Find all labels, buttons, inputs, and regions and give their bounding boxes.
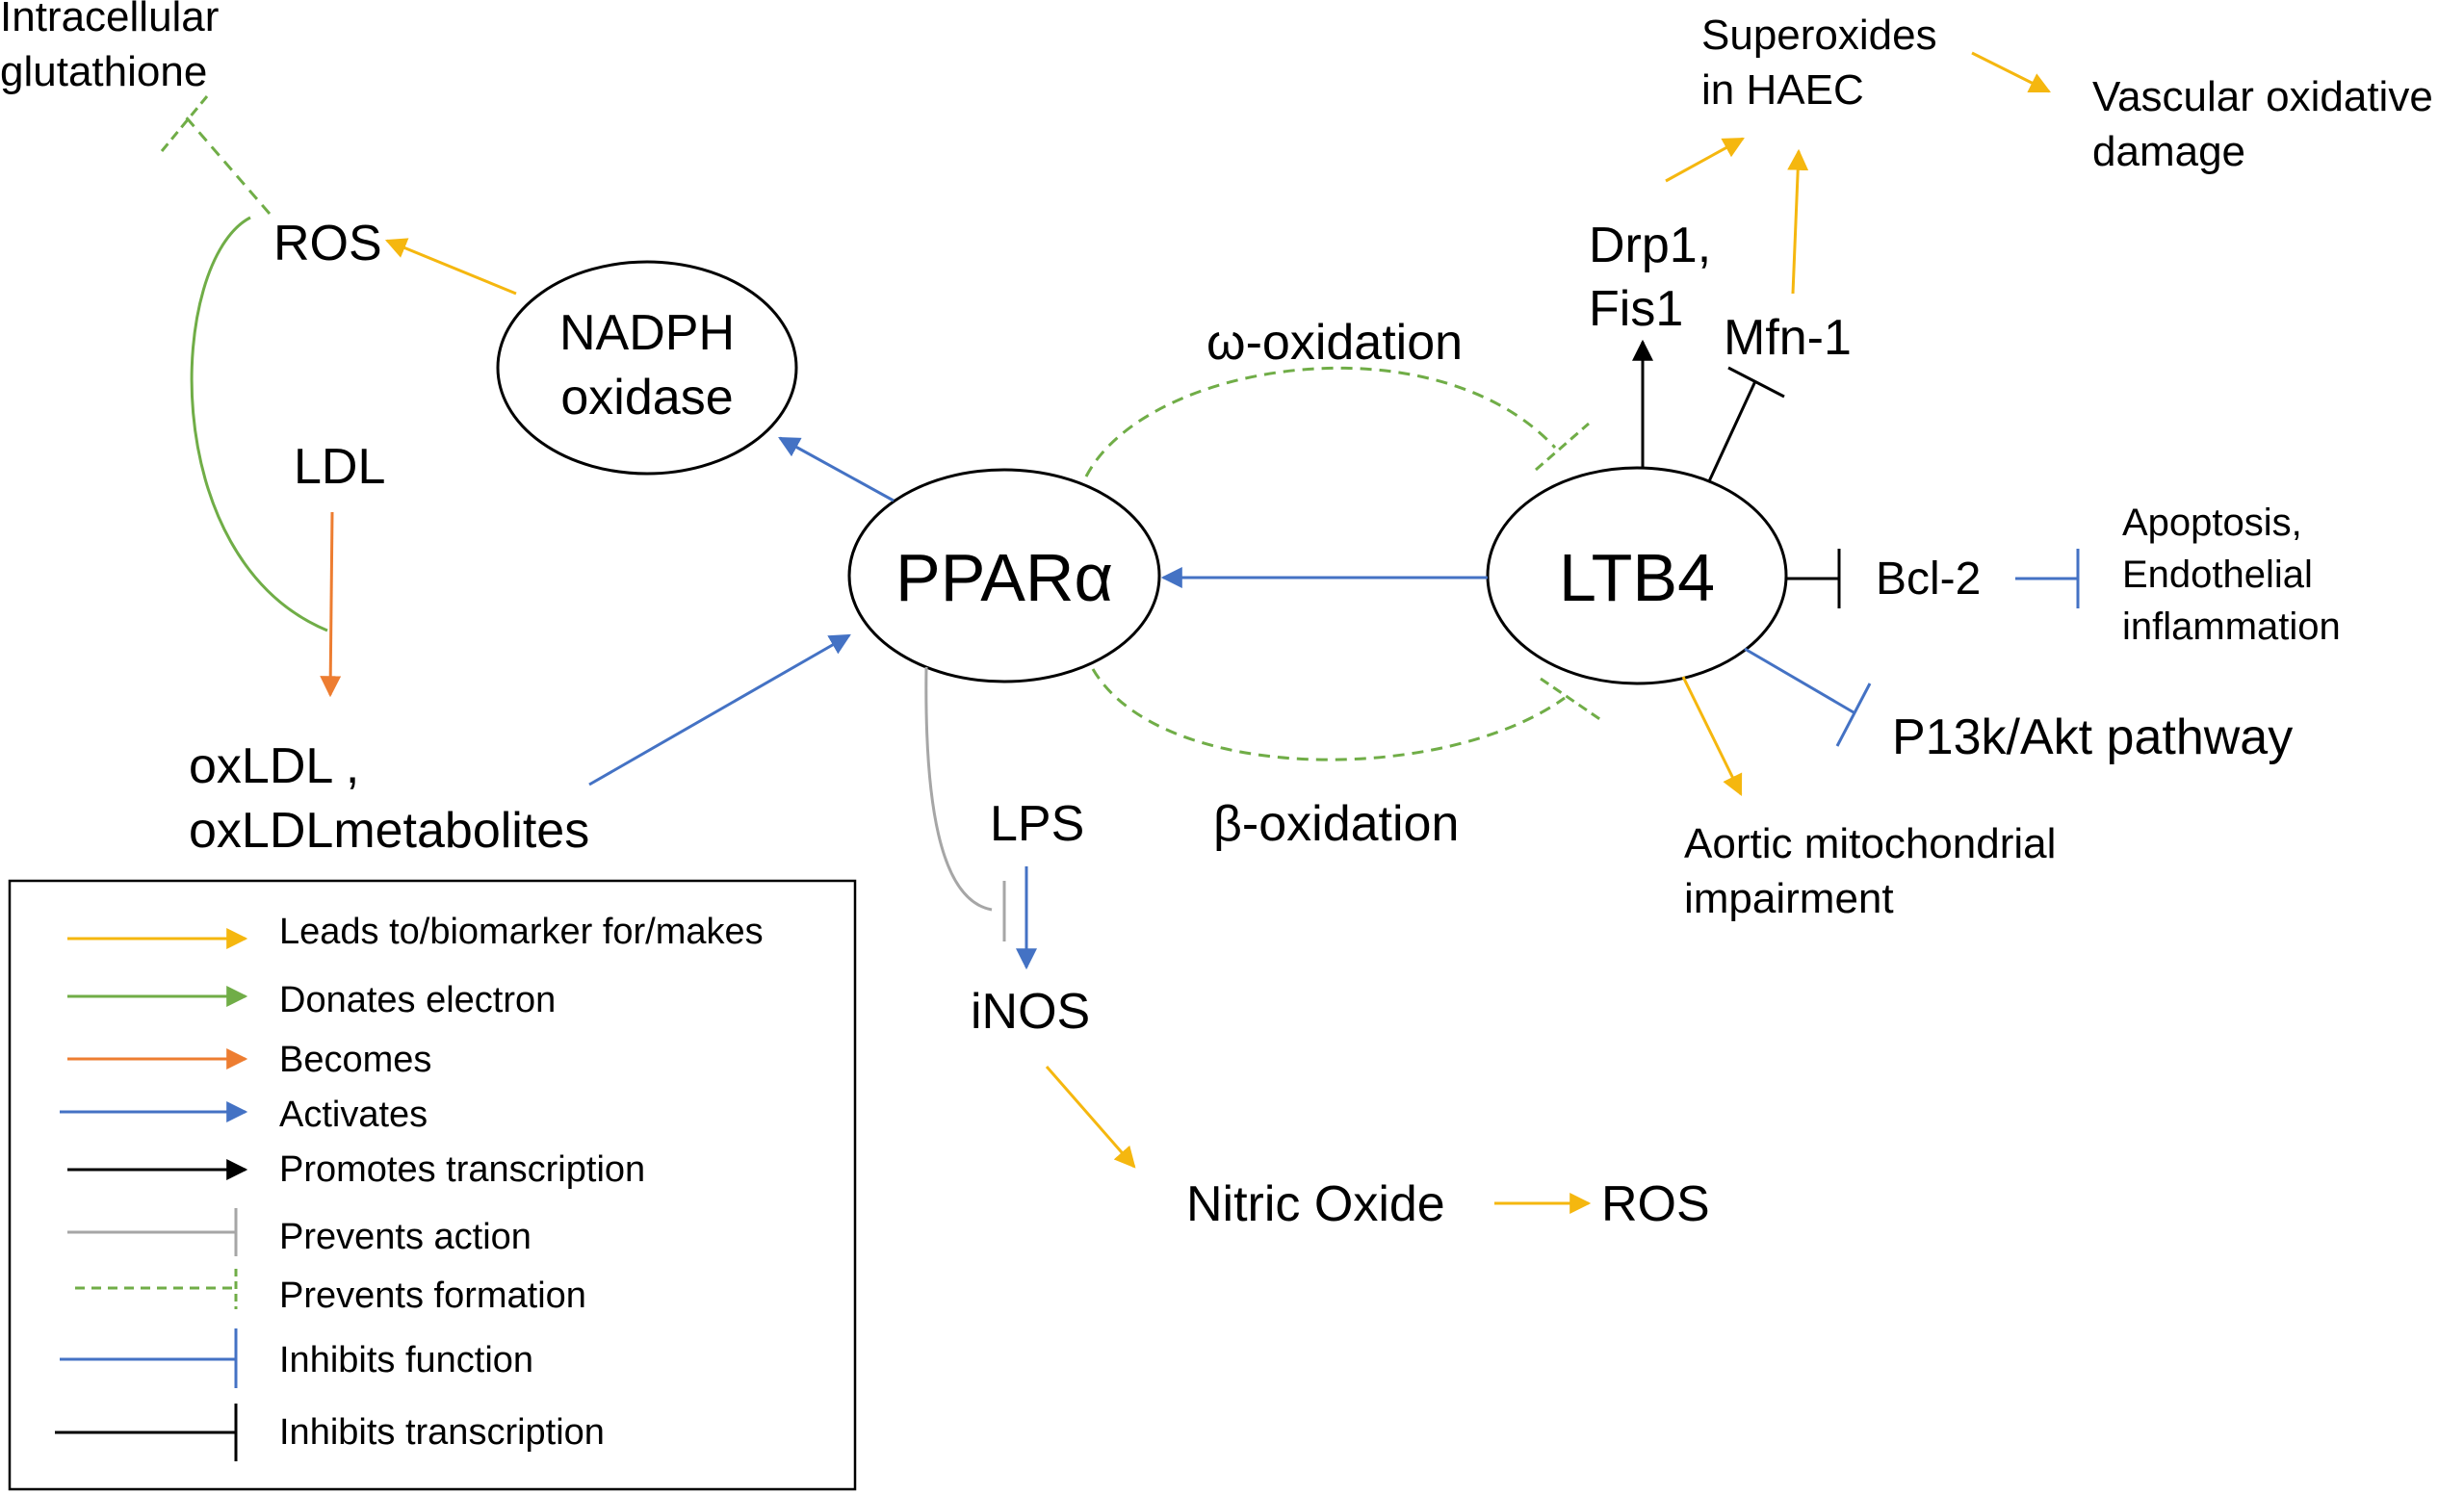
label-pi3k: P13k/Akt pathway <box>1892 709 2293 765</box>
label-inflammation: inflammation <box>2122 606 2341 648</box>
edge-omega-oxidation <box>1084 366 1557 477</box>
label-glutathione: glutathione <box>0 48 207 95</box>
ppar-ellipse <box>847 468 1161 683</box>
label-apoptosis: Apoptosis, <box>2122 502 2302 544</box>
legend-label-prevents-action: Prevents action <box>279 1217 532 1257</box>
edge-omega-oxidation-bar <box>1535 422 1590 472</box>
edge-mfn-superoxides <box>1787 148 1809 295</box>
edge-ltb4-pi3k <box>1744 647 1854 714</box>
label-lps: LPS <box>990 796 1084 852</box>
edge-inos-nitric <box>1045 1066 1136 1169</box>
label-vascular: Vascular oxidative <box>2092 73 2433 120</box>
edge-donates-electron <box>190 216 328 632</box>
edge-ltb4-aortic <box>1681 676 1743 796</box>
label-damage: damage <box>2092 128 2245 175</box>
label-oxldl: oxLDL , <box>189 738 359 794</box>
label-impairment: impairment <box>1684 875 1894 922</box>
label-ppar: PPARα <box>895 540 1113 615</box>
nadph-oxidase-ellipse <box>496 260 798 476</box>
legend-label-leads-to: Leads to/biomarker for/makes <box>279 912 764 952</box>
legend: Leads to/biomarker for/makes Donates ele… <box>8 879 857 1491</box>
label-in-haec: in HAEC <box>1701 66 1864 114</box>
legend-label-prevents-formation: Prevents formation <box>279 1276 586 1316</box>
edge-ros-glutathione <box>181 113 272 215</box>
label-mfn1: Mfn-1 <box>1724 310 1852 366</box>
ltb4-ellipse <box>1486 466 1788 685</box>
label-bcl2: Bcl-2 <box>1876 554 1981 605</box>
label-ros-left: ROS <box>273 216 382 271</box>
label-nadph: NADPH <box>559 305 735 361</box>
label-intracellular: Intracellular <box>0 0 219 40</box>
label-drp1: Drp1, <box>1589 218 1711 273</box>
label-ros-bottom: ROS <box>1601 1176 1710 1232</box>
edge-ldl-oxldl <box>320 511 342 698</box>
edge-ltb4-mfn <box>1707 380 1757 482</box>
label-superoxides: Superoxides <box>1701 12 1937 59</box>
label-inos: iNOS <box>971 984 1090 1040</box>
legend-label-inhibits-transcription: Inhibits transcription <box>279 1412 605 1453</box>
edge-drp-superoxides <box>1665 137 1745 183</box>
edge-ltb4-pi3k-bar <box>1835 683 1872 747</box>
edge-nadph-ros <box>384 238 517 296</box>
edge-ltb4-mfn-bar <box>1727 366 1785 399</box>
legend-box <box>8 879 857 1491</box>
label-ldl: LDL <box>294 439 385 495</box>
edge-beta-oxidation-bar <box>1540 677 1602 722</box>
edge-ppar-nadph <box>778 436 895 503</box>
label-nitric-oxide: Nitric Oxide <box>1186 1176 1445 1232</box>
label-endothelial: Endothelial <box>2122 554 2313 596</box>
edge-ppar-lps-prevent <box>924 666 993 912</box>
legend-label-activates: Activates <box>279 1095 428 1135</box>
edge-beta-oxidation <box>1091 668 1566 761</box>
label-beta-oxidation: β-oxidation <box>1213 796 1459 852</box>
label-aortic: Aortic mitochondrial <box>1684 820 2056 867</box>
legend-label-promotes: Promotes transcription <box>279 1149 645 1190</box>
legend-label-becomes: Becomes <box>279 1040 431 1080</box>
label-fis1: Fis1 <box>1589 281 1683 337</box>
legend-label-donates: Donates electron <box>279 980 556 1020</box>
legend-label-inhibits-function: Inhibits function <box>279 1340 533 1380</box>
edge-ros-glutathione-bar <box>160 95 209 152</box>
edge-superoxides-vascular <box>1971 51 2051 93</box>
label-omega-oxidation: ω-oxidation <box>1206 315 1463 371</box>
label-oxldl-metabolites: oxLDLmetabolites <box>189 803 589 859</box>
label-oxidase: oxidase <box>560 370 733 425</box>
label-ltb4: LTB4 <box>1559 540 1715 615</box>
edge-oxldl-ppar <box>588 633 851 786</box>
